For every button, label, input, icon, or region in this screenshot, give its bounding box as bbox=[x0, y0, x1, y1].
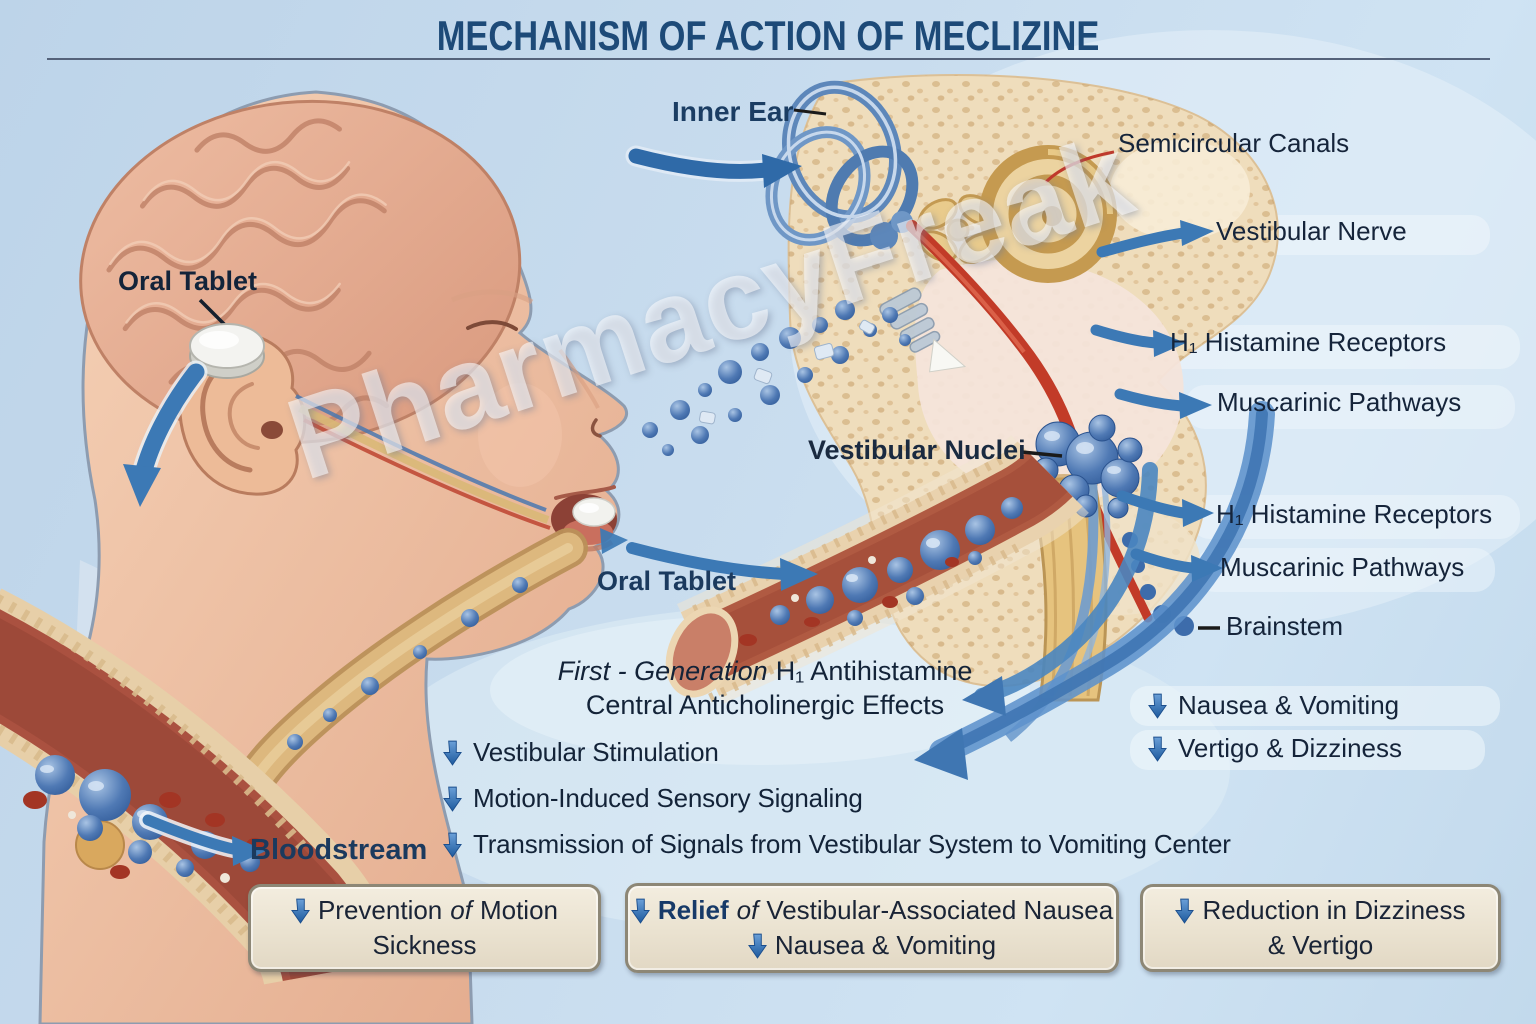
label-vestibular-nuclei: Vestibular Nuclei bbox=[808, 435, 1026, 465]
drug-particle-cloud bbox=[642, 300, 911, 456]
label-inner-ear: Inner Ear bbox=[672, 96, 794, 127]
esophagus bbox=[228, 394, 588, 812]
down-arrow-icon bbox=[291, 898, 310, 924]
center-blood-vessel bbox=[665, 434, 1089, 704]
pointer-lines bbox=[793, 108, 1220, 630]
inner-ear-anatomy bbox=[765, 73, 1279, 742]
effect-item: Transmission of Signals from Vestibular … bbox=[443, 829, 1231, 860]
label-vestibular-nerve: Vestibular Nerve bbox=[1216, 216, 1407, 246]
down-arrow-icon bbox=[747, 933, 767, 959]
outcome-box-motion-sickness: Prevention of Motion Sickness bbox=[248, 884, 601, 972]
label-arrows bbox=[139, 145, 1223, 866]
label-muscarinic-lower: Muscarinic Pathways bbox=[1220, 552, 1465, 582]
label-oral-tablet-mouth: Oral Tablet bbox=[597, 566, 737, 596]
page-title: MECHANISM OF ACTION OF MECLIZINE bbox=[436, 12, 1100, 59]
tablet-in-mouth bbox=[572, 497, 616, 527]
effect-item: Motion-Induced Sensory Signaling bbox=[443, 783, 1231, 814]
oral-tablet-illustration bbox=[123, 298, 265, 507]
label-vertigo-dizziness: Vertigo & Dizziness bbox=[1148, 733, 1402, 764]
down-arrow-icon bbox=[443, 832, 462, 858]
vestibular-nerve-illustration bbox=[906, 220, 1153, 623]
cochlea bbox=[979, 145, 1117, 283]
mechanism-line2: Central Anticholinergic Effects bbox=[585, 690, 945, 720]
label-nausea-vomiting: Nausea & Vomiting bbox=[1148, 690, 1399, 721]
down-arrow-icon bbox=[443, 786, 462, 812]
down-arrow-icon bbox=[1148, 693, 1167, 719]
label-muscarinic-upper: Muscarinic Pathways bbox=[1217, 387, 1462, 417]
down-arrow-icon bbox=[1148, 736, 1167, 762]
label-h1-receptors-upper: H₁ Histamine Receptors bbox=[1170, 327, 1447, 357]
vestibular-nuclei-cluster bbox=[1033, 414, 1143, 519]
effects-list: Vestibular Stimulation Motion-Induced Se… bbox=[443, 737, 1231, 860]
label-semicircular-canals: Semicircular Canals bbox=[1118, 128, 1350, 158]
label-h1-receptors-lower: H₁ Histamine Receptors bbox=[1216, 499, 1493, 529]
down-arrow-icon bbox=[443, 740, 462, 766]
sweep-arrows bbox=[914, 401, 1275, 780]
outcome-box-dizziness-reduction: Reduction in Dizziness & Vertigo bbox=[1140, 884, 1501, 972]
label-bloodstream: Bloodstream bbox=[250, 834, 428, 866]
outcome-box-nausea-relief: Relief of Vestibular-Associated Nausea N… bbox=[625, 883, 1119, 973]
down-arrow-icon bbox=[1175, 898, 1195, 924]
label-brainstem: Brainstem bbox=[1226, 611, 1344, 641]
effect-item: Vestibular Stimulation bbox=[443, 737, 1231, 768]
down-arrow-icon bbox=[630, 898, 650, 924]
label-oral-tablet-head: Oral Tablet bbox=[118, 266, 258, 296]
title-underline bbox=[47, 58, 1490, 60]
